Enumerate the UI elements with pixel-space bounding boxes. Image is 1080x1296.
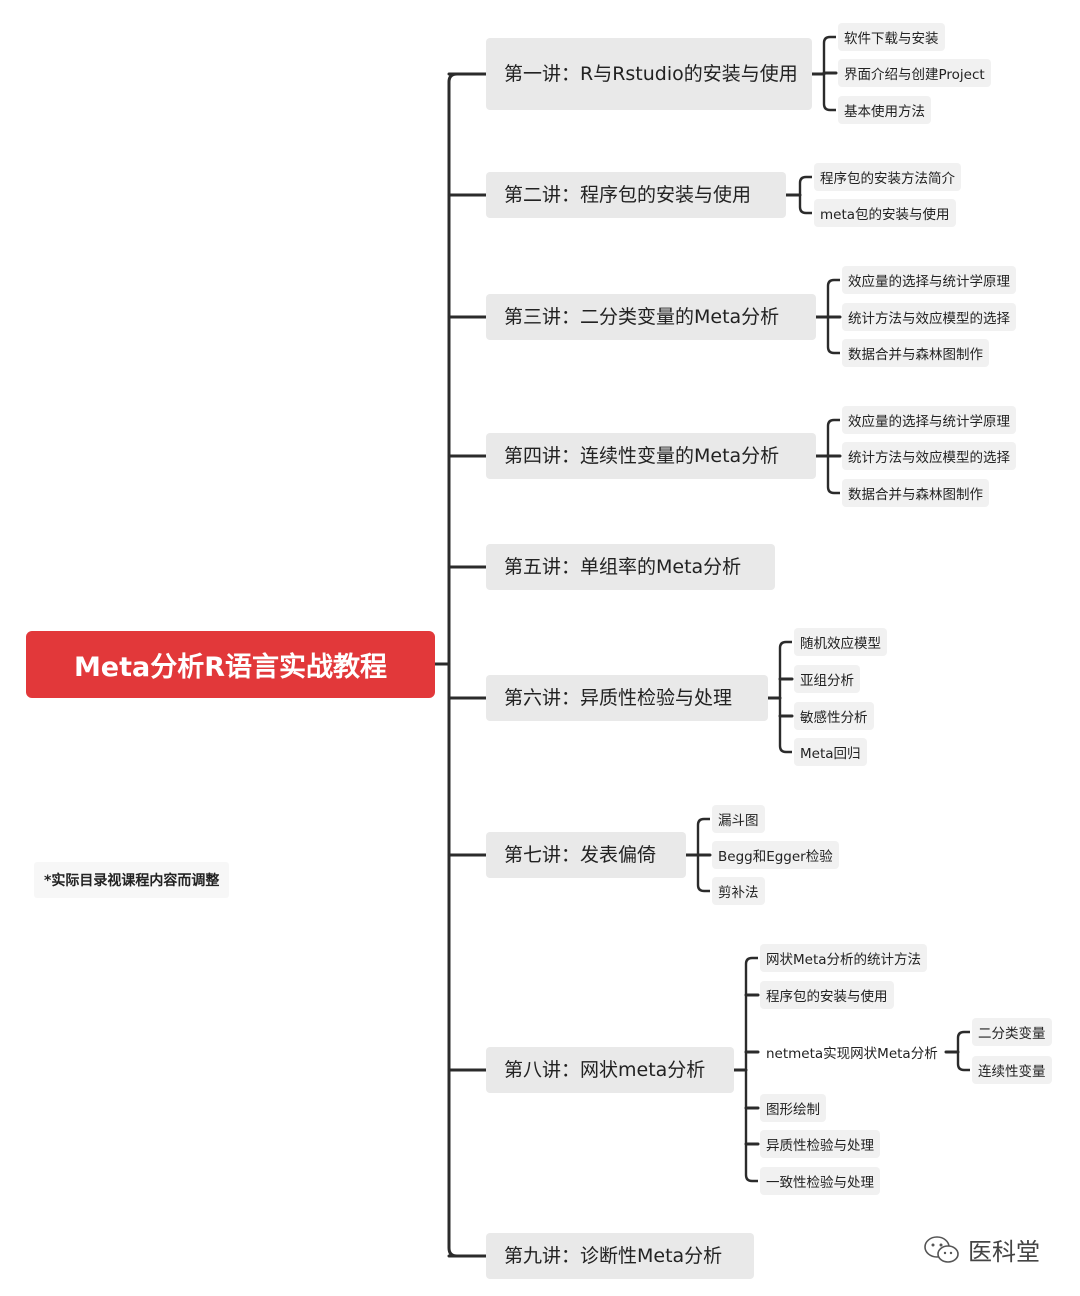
- watermark-text: 医科堂: [968, 1238, 1040, 1266]
- subtopic-node[interactable]: 异质性检验与处理: [760, 1130, 880, 1158]
- connector-bracket: [778, 640, 792, 754]
- subtopic-node[interactable]: meta包的安装与使用: [814, 199, 956, 227]
- lecture-node[interactable]: 第五讲：单组率的Meta分析: [486, 544, 775, 590]
- subtopic-node[interactable]: 基本使用方法: [838, 96, 931, 124]
- connector-bracket: [798, 175, 812, 215]
- connector-bracket: [744, 956, 758, 1183]
- subtopic-node[interactable]: 效应量的选择与统计学原理: [842, 406, 1016, 434]
- watermark: 医科堂: [922, 1232, 1040, 1267]
- wechat-icon: [924, 1235, 959, 1263]
- lecture-node[interactable]: 第二讲：程序包的安装与使用: [486, 172, 786, 218]
- subtopic-node[interactable]: 数据合并与森林图制作: [842, 339, 989, 367]
- subtopic-node[interactable]: 亚组分析: [794, 665, 860, 693]
- subtopic-node[interactable]: Meta回归: [794, 738, 867, 766]
- root-node[interactable]: Meta分析R语言实战教程: [26, 631, 435, 698]
- subtopic-node[interactable]: 随机效应模型: [794, 628, 887, 656]
- lecture-node[interactable]: 第三讲：二分类变量的Meta分析: [486, 294, 816, 340]
- netmeta-subtopic-node[interactable]: 二分类变量: [972, 1018, 1052, 1046]
- lecture-node[interactable]: 第四讲：连续性变量的Meta分析: [486, 433, 816, 479]
- lecture-node[interactable]: 第六讲：异质性检验与处理: [486, 675, 768, 721]
- subtopic-node[interactable]: 漏斗图: [712, 805, 765, 833]
- subtopic-node[interactable]: 界面介绍与创建Project: [838, 59, 991, 87]
- subtopic-node[interactable]: 程序包的安装方法简介: [814, 163, 961, 191]
- lecture-node[interactable]: 第八讲：网状meta分析: [486, 1047, 734, 1093]
- subtopic-node[interactable]: 软件下载与安装: [838, 23, 945, 51]
- adjustment-note: *实际目录视课程内容而调整: [34, 862, 230, 898]
- connector-bracket: [447, 72, 486, 1258]
- lecture-node[interactable]: 第七讲：发表偏倚: [486, 832, 686, 878]
- subtopic-node[interactable]: netmeta实现网状Meta分析: [760, 1034, 944, 1070]
- netmeta-subtopic-node[interactable]: 连续性变量: [972, 1056, 1052, 1084]
- subtopic-node[interactable]: 程序包的安装与使用: [760, 981, 894, 1009]
- lecture-node[interactable]: 第九讲：诊断性Meta分析: [486, 1233, 754, 1279]
- subtopic-node[interactable]: 一致性检验与处理: [760, 1167, 880, 1195]
- lecture-node[interactable]: 第一讲：R与Rstudio的安装与使用: [486, 38, 812, 110]
- subtopic-node[interactable]: 图形绘制: [760, 1094, 826, 1122]
- subtopic-node[interactable]: 统计方法与效应模型的选择: [842, 303, 1016, 331]
- subtopic-node[interactable]: Begg和Egger检验: [712, 841, 839, 869]
- subtopic-node[interactable]: 敏感性分析: [794, 702, 874, 730]
- subtopic-node[interactable]: 网状Meta分析的统计方法: [760, 944, 928, 972]
- subtopic-node[interactable]: 效应量的选择与统计学原理: [842, 266, 1016, 294]
- subtopic-node[interactable]: 剪补法: [712, 877, 765, 905]
- subtopic-node[interactable]: 数据合并与森林图制作: [842, 479, 989, 507]
- subtopic-node[interactable]: 统计方法与效应模型的选择: [842, 442, 1016, 470]
- connector-bracket: [956, 1030, 970, 1072]
